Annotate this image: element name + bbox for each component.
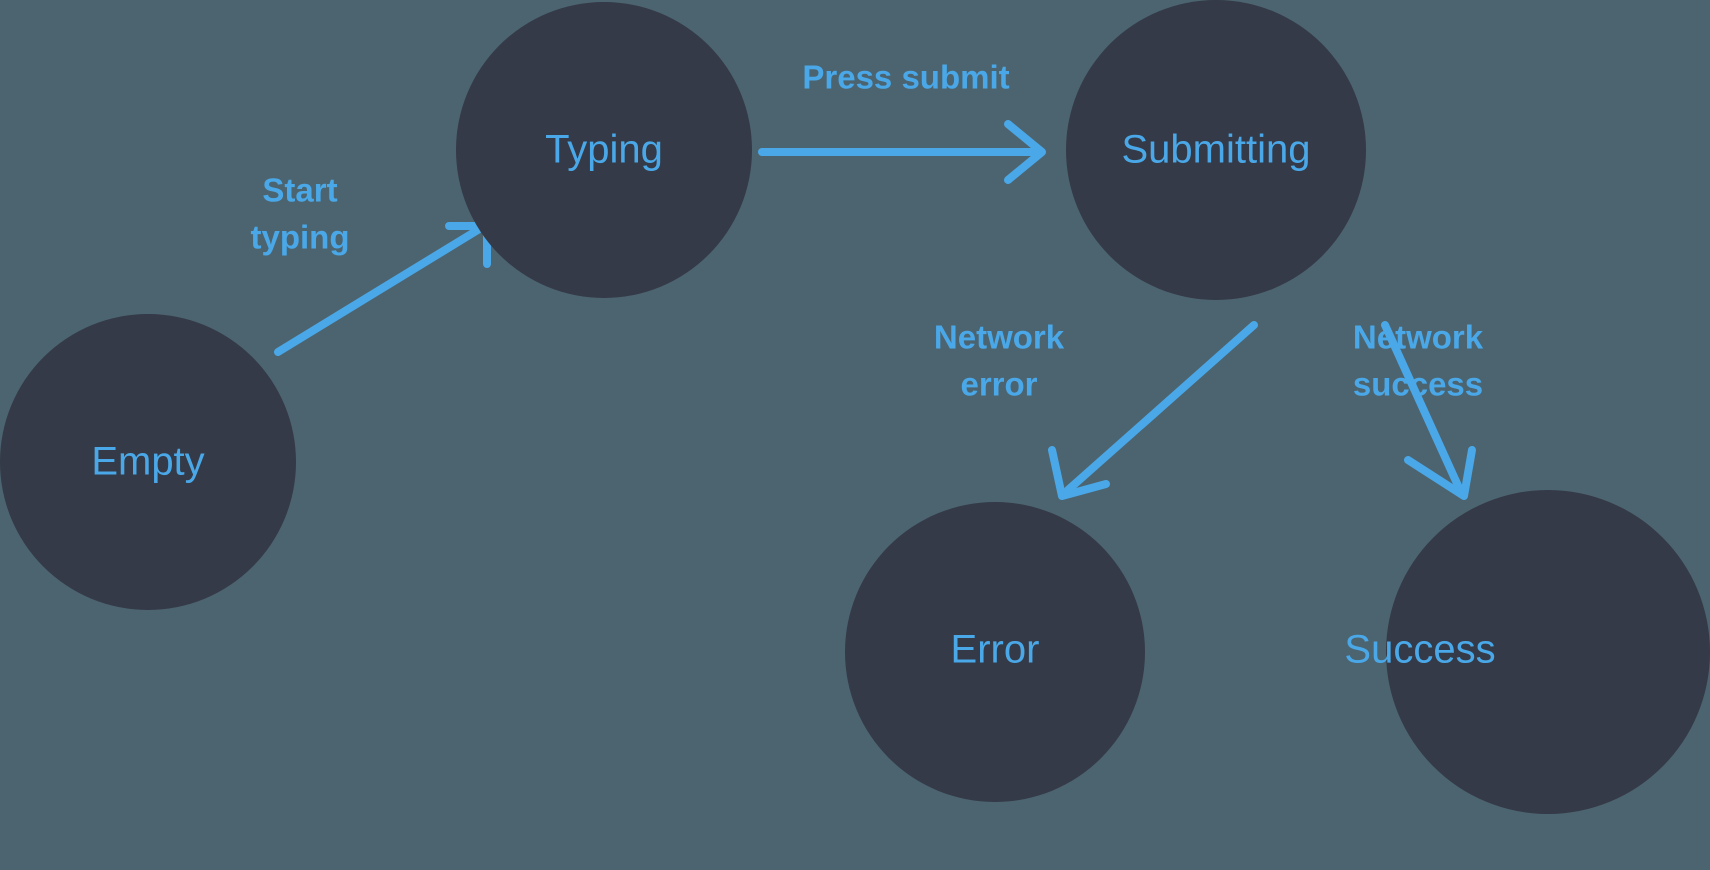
node-label-empty: Empty — [91, 440, 204, 484]
edge-typing-to-submitting[interactable] — [758, 120, 1046, 184]
node-circle-empty — [0, 314, 296, 610]
edge-submitting-to-success[interactable] — [1381, 321, 1476, 500]
edge-line-network-error — [1064, 321, 1258, 494]
edge-label-press-submit: Press submit — [802, 59, 1009, 96]
node-circle-submitting — [1066, 0, 1366, 300]
edge-label-line-2: error — [960, 366, 1037, 403]
node-empty[interactable]: Empty — [0, 314, 296, 610]
node-label-submitting: Submitting — [1122, 128, 1311, 172]
node-circle-success — [1386, 490, 1710, 814]
node-label-success: Success — [1344, 628, 1495, 672]
node-success[interactable]: Success — [1344, 490, 1710, 814]
node-label-error: Error — [951, 628, 1040, 672]
edges-layer — [274, 120, 1476, 500]
edge-line-network-success — [1381, 321, 1464, 494]
edge-label-line-1: Start — [262, 172, 337, 209]
edge-label-line-2: success — [1353, 366, 1483, 403]
edge-label-line-2: typing — [251, 219, 350, 256]
edge-label-network-success: Network success — [1353, 319, 1484, 403]
edge-label-line-1: Network — [1353, 319, 1484, 356]
edge-submitting-to-error[interactable] — [1048, 321, 1258, 500]
edge-label-start-typing: Start typing — [251, 172, 350, 256]
arrowhead-network-success — [1404, 446, 1476, 500]
node-error[interactable]: Error — [845, 502, 1145, 802]
arrowhead-network-error — [1048, 446, 1110, 500]
node-typing[interactable]: Typing — [456, 2, 752, 298]
node-label-typing: Typing — [545, 128, 663, 172]
arrowhead-press-submit — [1004, 120, 1046, 184]
edge-label-line-1: Press submit — [802, 59, 1009, 96]
edge-label-network-error: Network error — [934, 319, 1065, 403]
node-circle-typing — [456, 2, 752, 298]
edge-labels-layer: Start typing Press submit Network error … — [251, 59, 1484, 403]
node-circle-error — [845, 502, 1145, 802]
edge-label-line-1: Network — [934, 319, 1065, 356]
node-submitting[interactable]: Submitting — [1066, 0, 1366, 300]
nodes-layer: Empty Typing Submitting Error Success — [0, 0, 1710, 814]
edge-line-start-typing — [274, 224, 485, 356]
